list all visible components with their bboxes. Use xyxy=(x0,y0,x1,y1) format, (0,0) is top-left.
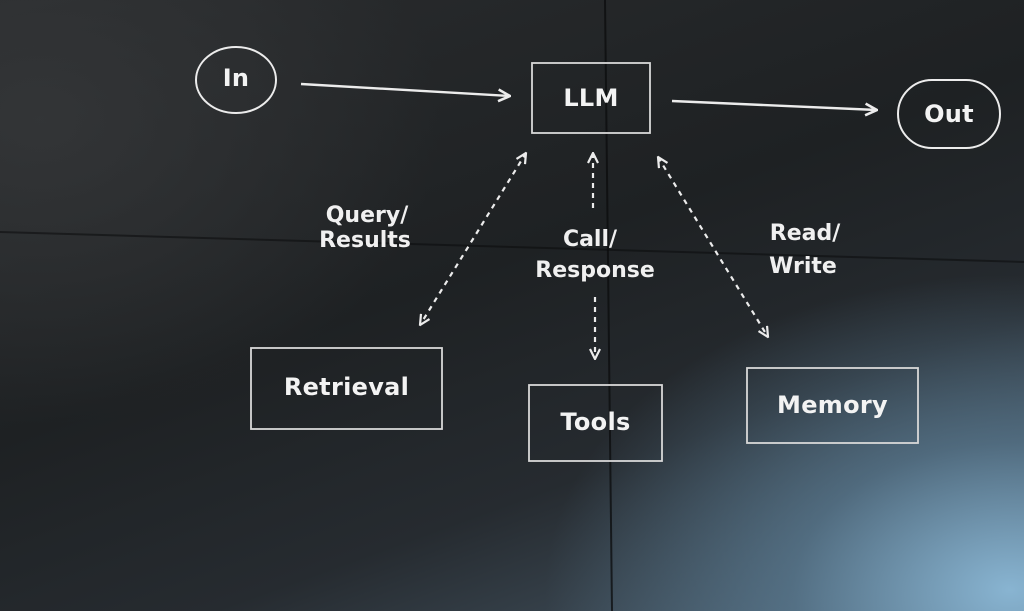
memory-edge-label-line-1: Read/ xyxy=(769,221,841,246)
arrow-llm-to-out xyxy=(671,99,877,110)
arrow-in-to-llm xyxy=(300,82,510,96)
retrieval-edge-label: Query/ Results xyxy=(300,198,430,258)
in-node-outline xyxy=(195,46,277,114)
tools-node-outline xyxy=(528,384,663,462)
retrieval-node-outline xyxy=(250,347,443,430)
screen-seam-vertical xyxy=(604,0,613,611)
retrieval-edge-label-line-1: Query/ xyxy=(325,203,409,228)
retrieval-edge-label-line-2: Results xyxy=(319,228,411,254)
memory-edge-label: Read/ Write xyxy=(748,216,858,284)
memory-edge-label-line-2: Write xyxy=(769,254,837,280)
tools-node: Tools xyxy=(560,408,631,436)
llm-node-outline xyxy=(531,62,651,134)
in-node: In xyxy=(222,64,250,92)
memory-node: Memory xyxy=(777,391,888,419)
tools-edge-label-line-1: Call/ xyxy=(562,227,618,252)
arrow-llm-retrieval xyxy=(420,153,526,325)
memory-node-outline xyxy=(746,367,919,444)
out-node-outline xyxy=(897,79,1001,149)
out-node: Out xyxy=(924,100,974,128)
tools-edge-label-line-2: Response xyxy=(535,258,655,284)
llm-node: LLM xyxy=(563,84,619,112)
tools-edge-label: Call/ Response xyxy=(520,222,670,288)
retrieval-node: Retrieval xyxy=(283,373,410,401)
